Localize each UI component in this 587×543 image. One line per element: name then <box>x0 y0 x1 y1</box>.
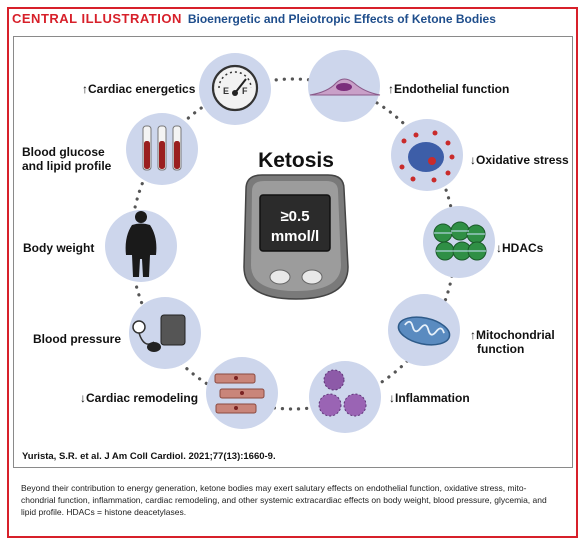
caption-line: chondrial function, inflammation, cardia… <box>21 495 547 505</box>
svg-text:E: E <box>223 86 229 96</box>
meter-screen <box>259 194 331 252</box>
caption-line: Beyond their contribution to energy gene… <box>21 483 527 493</box>
human-silhouette-icon <box>105 210 177 282</box>
cardiomyocytes-icon <box>206 357 278 429</box>
ketone-meter-icon: ≥0.5 mmol/l <box>243 174 349 300</box>
immune-cells-icon <box>309 361 381 433</box>
meter-unit: mmol/l <box>271 228 319 245</box>
blood-pressure-cuff-icon <box>129 297 201 369</box>
endothelial-cell-icon <box>308 50 381 122</box>
ketosis-diagram: Ketosis ≥0.5 mmol/l E F <box>105 50 495 433</box>
meter-left-button <box>269 269 291 285</box>
meter-right-button <box>301 269 323 285</box>
label-blood-pressure: Blood pressure <box>33 332 122 346</box>
label-body-weight: Body weight <box>23 241 95 255</box>
figure-header: CENTRAL ILLUSTRATION Bioenergetic and Ple… <box>12 11 496 26</box>
blood-tubes-icon <box>126 113 198 185</box>
label-cardiac-remodeling: ↓Cardiac remodeling <box>80 391 199 405</box>
oxidative-cell-icon <box>391 119 463 191</box>
citation: Yurista, S.R. et al. J Am Coll Cardiol. … <box>22 451 276 462</box>
label-oxidative-stress: ↓Oxidative stress <box>470 153 569 167</box>
fuel-gauge-icon: E F <box>199 53 271 125</box>
label-inflammation: ↓Inflammation <box>389 391 470 405</box>
meter-value: ≥0.5 <box>280 208 309 225</box>
nucleosome-icon <box>423 206 495 278</box>
ketosis-title: Ketosis <box>258 149 334 172</box>
label-hdacs: ↓HDACs <box>496 241 544 255</box>
caption-line: lipid profile. HDACs = histone deacetyla… <box>21 507 187 517</box>
central-illustration-badge: CENTRAL ILLUSTRATION <box>12 11 182 26</box>
figure-title: Bioenergetic and Pleiotropic Effects of … <box>187 12 496 26</box>
mitochondrion-icon <box>388 294 460 366</box>
label-endothelial-function: ↑Endothelial function <box>388 82 510 96</box>
figure-caption: Beyond their contribution to energy gene… <box>21 482 566 518</box>
diagram-panel <box>13 36 573 468</box>
label-cardiac-energetics: ↑Cardiac energetics <box>82 82 196 96</box>
svg-text:F: F <box>242 86 248 96</box>
